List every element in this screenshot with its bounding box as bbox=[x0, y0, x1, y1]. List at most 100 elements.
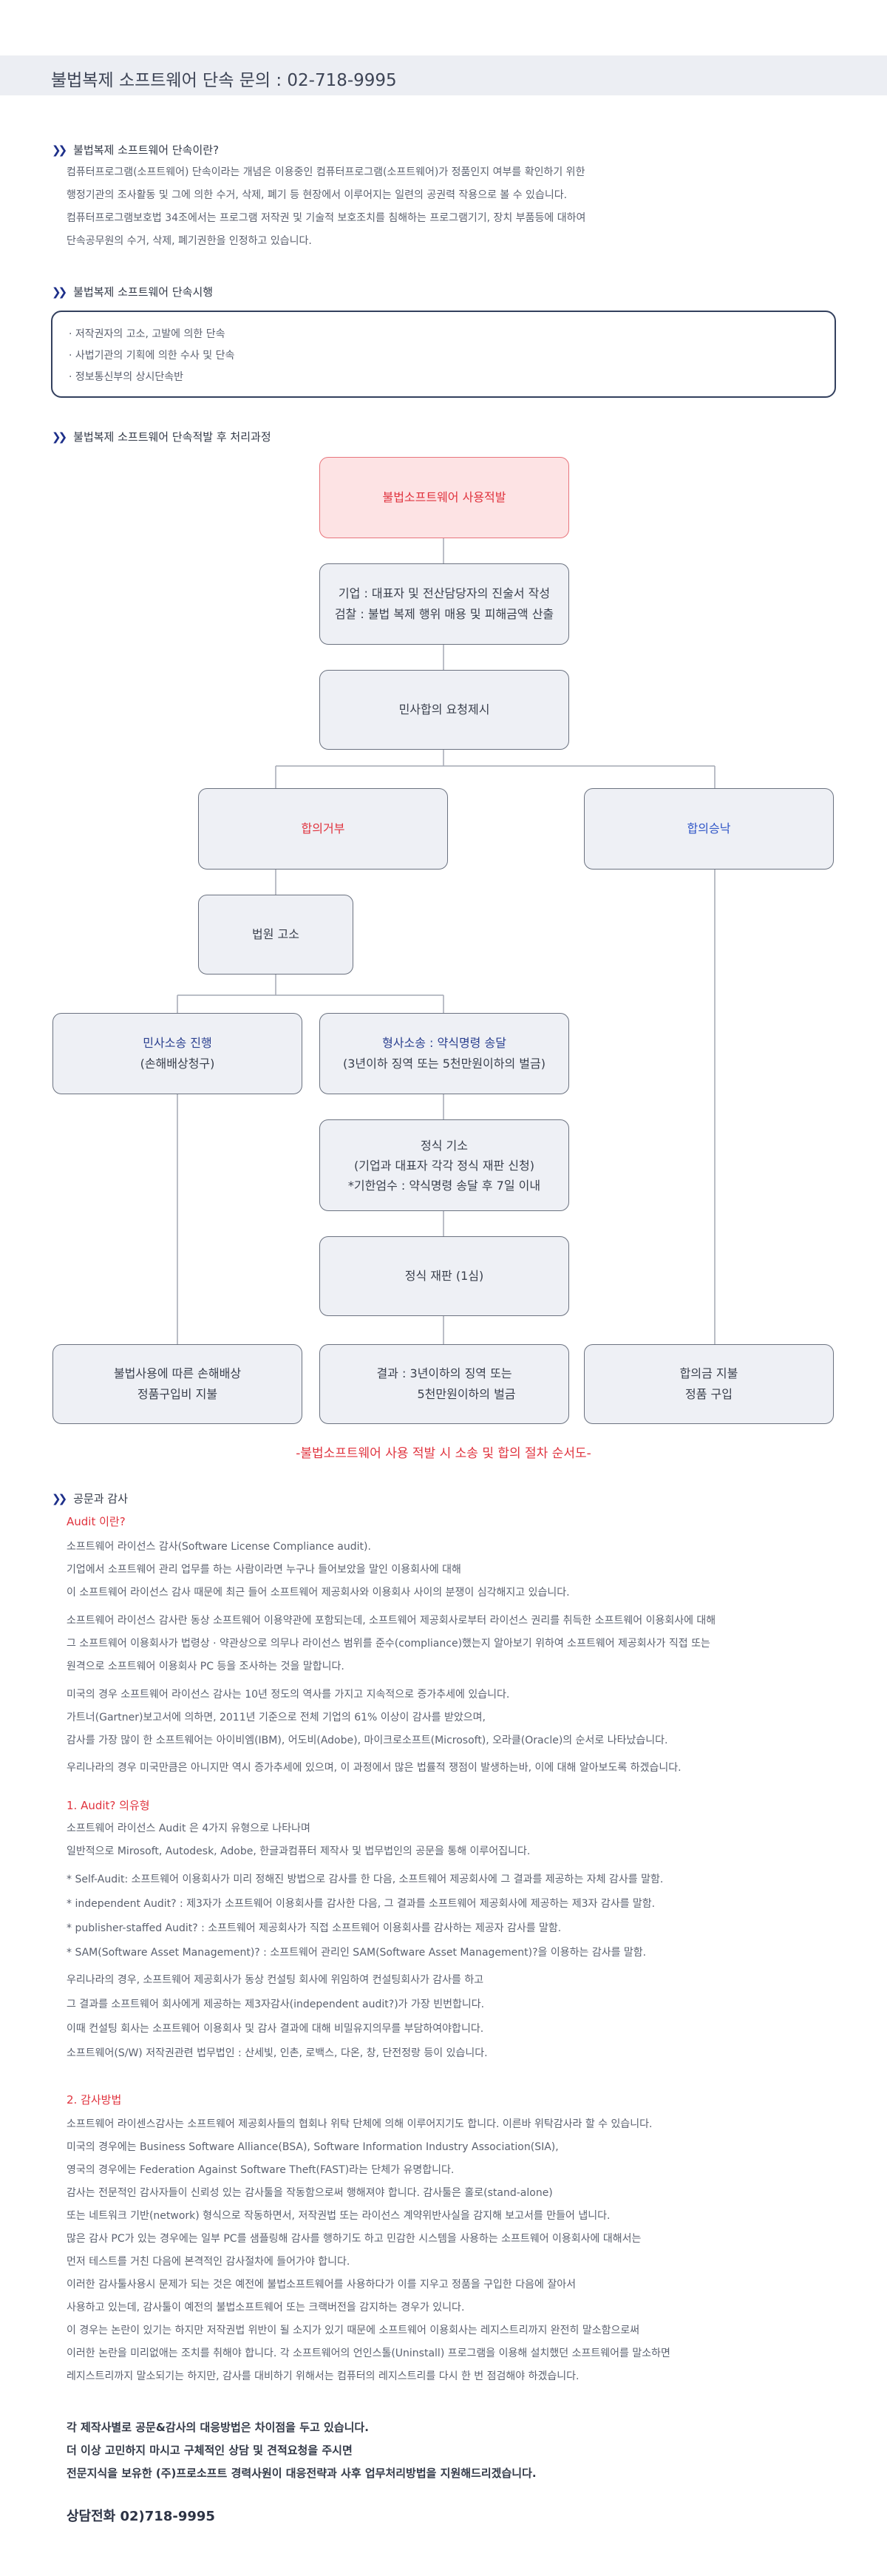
double-chevron-icon: ❯❯ bbox=[52, 430, 67, 444]
section-title-text: 불법복제 소프트웨어 단속이란? bbox=[73, 143, 220, 157]
flow-node-trial: 정식 재판 (1심) bbox=[319, 1236, 569, 1316]
flow-node-label: 법원 고소 bbox=[252, 927, 299, 941]
banner-title: 불법복제 소프트웨어 단속 문의 : 02-718-9995 bbox=[51, 71, 397, 90]
flowchart-connectors bbox=[177, 538, 716, 1344]
text-line: 이러한 논란을 미리없애는 조치를 취해야 합니다. 각 소프트웨어의 언인스톨… bbox=[67, 2348, 670, 2359]
section-title-crackdown: ❯❯ 불법복제 소프트웨어 단속이란? bbox=[52, 142, 219, 157]
double-chevron-icon: ❯❯ bbox=[52, 143, 67, 157]
text-line: 사용하고 있는데, 감사툴이 예전의 불법소프트웨어 또는 크랙버전을 감지하는… bbox=[67, 2302, 465, 2314]
flow-node-label: 결과 : 3년이하의 징역 또는 bbox=[376, 1366, 512, 1380]
closing-line: 각 제작사별로 공문&감사의 대응방법은 차이점을 두고 있습니다. bbox=[67, 2421, 369, 2434]
flowchart-caption: -불법소프트웨어 사용 적발 시 소송 및 합의 절차 순서도- bbox=[296, 1446, 591, 1461]
enforcement-item: · 정보통신부의 상시단속반 bbox=[69, 371, 184, 383]
flow-node-label: (기업과 대표자 각각 정식 재판 신청) bbox=[354, 1158, 534, 1173]
text-line: 행정기관의 조사활동 및 그에 의한 수거, 삭제, 폐기 등 현장에서 이루어… bbox=[67, 189, 568, 201]
flow-node-court: 법원 고소 bbox=[198, 895, 353, 975]
flow-node-label: 기업 : 대표자 및 전산담당자의 진술서 작성 bbox=[338, 586, 551, 600]
flow-node-settlement-request: 민사합의 요청제시 bbox=[319, 670, 569, 750]
text-line: 기업에서 소프트웨어 관리 업무를 하는 사람이라면 누구나 들어보았을 말인 … bbox=[67, 1564, 461, 1576]
flow-node-label: 합의승낙 bbox=[687, 821, 731, 835]
closing-line: 더 이상 고민하지 마시고 구체적인 상담 및 견적요청을 주시면 bbox=[67, 2444, 353, 2457]
audit-paragraph-1: 소프트웨어 라이선스 감사(Software License Complianc… bbox=[67, 1536, 850, 1604]
flow-node-label: 정식 재판 (1심) bbox=[404, 1269, 484, 1283]
text-line: 단속공무원의 수거, 삭제, 폐기권한을 인정하고 있습니다. bbox=[67, 235, 312, 247]
enforcement-item: · 사법기관의 기획에 의한 수사 및 단속 bbox=[69, 350, 235, 362]
text-line: 이 소프트웨어 라이선스 감사 때문에 최근 들어 소프트웨어 제공회사와 이용… bbox=[67, 1587, 570, 1599]
section-title-enforcement: ❯❯ 불법복제 소프트웨어 단속시행 bbox=[52, 284, 213, 299]
text-line: 소프트웨어 라이선스 감사란 동상 소프트웨어 이용약관에 포함되는데, 소프트… bbox=[67, 1615, 716, 1627]
flow-node-damages: 불법사용에 따른 손해배상 정품구입비 지불 bbox=[52, 1344, 302, 1424]
flow-node-label: (3년이하 징역 또는 5천만원이하의 벌금) bbox=[343, 1057, 546, 1071]
flow-node-label: 민사합의 요청제시 bbox=[398, 702, 490, 716]
flow-node-label: (손해배상청구) bbox=[140, 1057, 215, 1071]
enforcement-box: · 저작권자의 고소, 고발에 의한 단속 · 사법기관의 기획에 의한 수사 … bbox=[51, 311, 836, 398]
closing-line: 전문지식을 보유한 (주)프로소프트 경력사원이 대응전략과 사후 업무처리방법… bbox=[67, 2467, 537, 2480]
text-line: 소프트웨어 라이센스감사는 소프트웨어 제공회사들의 협회나 위탁 단체에 의해… bbox=[67, 2118, 653, 2130]
text-line: 이때 컨설팅 회사는 소프트웨어 이용회사 및 감사 결과에 대해 비밀유지의무… bbox=[67, 2023, 484, 2035]
flow-node-civil-suit: 민사소송 진행 (손해배상청구) bbox=[52, 1013, 302, 1094]
text-line: 일반적으로 Mirosoft, Autodesk, Adobe, 한글과컴퓨터 … bbox=[67, 1845, 531, 1857]
text-line: 이 경우는 논란이 있기는 하지만 저작권법 위반이 될 소지가 있기 때문에 … bbox=[67, 2325, 640, 2336]
text-line: 그 결과를 소프트웨어 회사에게 제공하는 제3자감사(independent … bbox=[67, 1999, 485, 2010]
text-line: 컴퓨터프로그램보호법 34조에서는 프로그램 저작권 및 기술적 보호조치를 침… bbox=[67, 212, 586, 224]
flow-node-label: 정식 기소 bbox=[421, 1138, 468, 1153]
flow-node-statement: 기업 : 대표자 및 전산담당자의 진술서 작성 검찰 : 불법 복제 행위 매… bbox=[319, 563, 569, 645]
inquiry-banner: 불법복제 소프트웨어 단속 문의 : 02-718-9995 bbox=[0, 55, 887, 95]
audit-heading: Audit 이란? bbox=[67, 1515, 126, 1528]
text-line: 소프트웨어(S/W) 저작권관련 법무법인 : 산세빛, 인촌, 로백스, 다온… bbox=[67, 2047, 488, 2059]
flow-node-label: 불법사용에 따른 손해배상 bbox=[113, 1366, 242, 1380]
flow-node-result: 결과 : 3년이하의 징역 또는 5천만원이하의 벌금 bbox=[319, 1344, 569, 1424]
text-line: 우리나라의 경우 미국만큼은 아니지만 역시 증가추세에 있으며, 이 과정에서… bbox=[67, 1762, 682, 1774]
double-chevron-icon: ❯❯ bbox=[52, 285, 67, 299]
section-title-text: 불법복제 소프트웨어 단속시행 bbox=[73, 285, 214, 299]
audit-paragraph-4: 우리나라의 경우 미국만큼은 아니지만 역시 증가추세에 있으며, 이 과정에서… bbox=[67, 1757, 850, 1780]
section-title-audit: ❯❯ 공문과 감사 bbox=[52, 1491, 128, 1506]
text-line: 원격으로 소프트웨어 이용회사 PC 등을 조사하는 것을 말합니다. bbox=[67, 1661, 344, 1672]
text-line: 가트너(Gartner)보고서에 의하면, 2011년 기준으로 전체 기업의 … bbox=[67, 1712, 486, 1723]
section-title-text: 불법복제 소프트웨어 단속적발 후 처리과정 bbox=[73, 430, 271, 444]
flow-node-label: *기한엄수 : 약식명령 송달 후 7일 이내 bbox=[347, 1178, 541, 1193]
flow-node-label: 불법소프트웨어 사용적발 bbox=[382, 490, 506, 504]
flow-node-label: 합의거부 bbox=[301, 821, 345, 835]
enforcement-item: · 저작권자의 고소, 고발에 의한 단속 bbox=[69, 328, 225, 340]
text-line: * independent Audit? : 제3자가 소프트웨어 이용회사를 … bbox=[67, 1898, 656, 1910]
section-title-text: 공문과 감사 bbox=[73, 1492, 128, 1505]
text-line: * publisher-staffed Audit? : 소프트웨어 제공회사가… bbox=[67, 1922, 562, 1934]
text-line: 감사는 전문적인 감사자들이 신뢰성 있는 감사툴을 작동함으로써 행해져야 합… bbox=[67, 2187, 553, 2199]
text-line: 많은 감사 PC가 있는 경우에는 일부 PC를 샘플링해 감사를 행하기도 하… bbox=[67, 2233, 642, 2245]
double-chevron-icon: ❯❯ bbox=[52, 1491, 67, 1505]
text-line: 먼저 테스트를 거친 다음에 본격적인 감사절차에 들어가야 합니다. bbox=[67, 2256, 350, 2268]
text-line: 미국의 경우에는 Business Software Alliance(BSA)… bbox=[67, 2141, 559, 2153]
text-line: 감사를 가장 많이 한 소프트웨어는 아이비엠(IBM), 어도비(Adobe)… bbox=[67, 1735, 668, 1746]
audit-methods-heading: 2. 감사방법 bbox=[67, 2093, 122, 2106]
flow-node-label: 정품구입비 지불 bbox=[137, 1387, 218, 1401]
text-line: 미국의 경우 소프트웨어 라이선스 감사는 10년 정도의 역사를 가지고 지속… bbox=[67, 1689, 510, 1701]
text-line: 레지스트리까지 말소되기는 하지만, 감사를 대비하기 위해서는 컴퓨터의 레지… bbox=[67, 2370, 580, 2382]
audit-paragraph-3: 미국의 경우 소프트웨어 라이선스 감사는 10년 정도의 역사를 가지고 지속… bbox=[67, 1684, 850, 1752]
text-line: 또는 네트워크 기반(network) 형식으로 작동하면서, 저작권법 또는 … bbox=[67, 2210, 611, 2222]
flow-node-agreement: 합의금 지불 정품 구입 bbox=[584, 1344, 834, 1424]
text-line: 소프트웨어 라이선스 Audit 은 4가지 유형으로 나타나며 bbox=[67, 1823, 310, 1834]
flow-node-criminal-suit: 형사소송 : 약식명령 송달 (3년이하 징역 또는 5천만원이하의 벌금) bbox=[319, 1013, 569, 1094]
audit-paragraph-2: 소프트웨어 라이선스 감사란 동상 소프트웨어 이용약관에 포함되는데, 소프트… bbox=[67, 1610, 850, 1678]
text-line: 우리나라의 경우, 소프트웨어 제공회사가 동상 컨설팅 회사에 위임하여 컨설… bbox=[67, 1974, 484, 1986]
flow-node-formal-indictment: 정식 기소 (기업과 대표자 각각 정식 재판 신청) *기한엄수 : 약식명령… bbox=[319, 1119, 569, 1211]
text-line: 영국의 경우에는 Federation Against Software The… bbox=[67, 2164, 455, 2176]
flow-node-reject: 합의거부 bbox=[198, 788, 448, 870]
flow-node-label: 검찰 : 불법 복제 행위 매용 및 피해금액 산출 bbox=[334, 607, 554, 621]
text-line: 그 소프트웨어 이용회사가 법령상 · 약관상으로 의무나 라이선스 범위를 준… bbox=[67, 1638, 710, 1650]
flow-node-label: 형사소송 : 약식명령 송달 bbox=[382, 1036, 506, 1050]
flow-node-label: 민사소송 진행 bbox=[143, 1036, 212, 1050]
text-line: 컴퓨터프로그램(소프트웨어) 단속이라는 개념은 이용중인 컴퓨터프로그램(소프… bbox=[67, 166, 585, 178]
audit-types-paragraph-1: 소프트웨어 라이선스 Audit 은 4가지 유형으로 나타나며 일반적으로 M… bbox=[67, 1817, 850, 1863]
audit-methods-paragraph: 소프트웨어 라이센스감사는 소프트웨어 제공회사들의 협회나 위탁 단체에 의해… bbox=[67, 2113, 850, 2388]
flow-node-accept: 합의승낙 bbox=[584, 788, 834, 870]
flow-node-label: 5천만원이하의 벌금 bbox=[417, 1387, 516, 1401]
crackdown-description: 컴퓨터프로그램(소프트웨어) 단속이라는 개념은 이용중인 컴퓨터프로그램(소프… bbox=[67, 161, 850, 253]
flow-node-label: 합의금 지불 bbox=[679, 1366, 738, 1380]
audit-types-list: * Self-Audit: 소프트웨어 이용회사가 미리 정해진 방법으로 감사… bbox=[67, 1868, 850, 1965]
contact-phone: 상담전화 02)718-9995 bbox=[67, 2509, 215, 2524]
audit-types-paragraph-2: 우리나라의 경우, 소프트웨어 제공회사가 동상 컨설팅 회사에 위임하여 컨설… bbox=[67, 1968, 850, 2066]
flow-node-label: 정품 구입 bbox=[685, 1387, 733, 1401]
